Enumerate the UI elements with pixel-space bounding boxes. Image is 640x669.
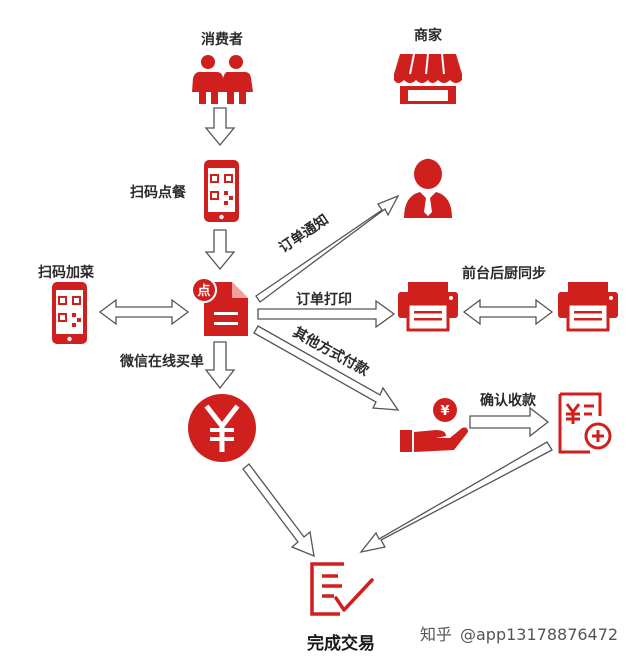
printer-icon [558,282,618,332]
order-document-icon [191,277,248,336]
arrows [98,107,554,558]
receipt-check-icon [558,392,612,454]
printer-icon [398,282,458,332]
label-confirm-payment: 确认收款 [480,392,537,409]
label-consumer: 消费者 [201,31,243,48]
storefront-icon [394,53,462,104]
arrow-handpay-to-receipt [469,406,550,438]
label-order-print: 订单打印 [296,291,352,308]
phone-qr-icon [204,160,239,222]
label-wechat-pay: 微信在线买单 [119,353,204,370]
label-merchant: 商家 [414,27,443,44]
svg-text:¥: ¥ [440,404,449,419]
document-check-icon [310,562,374,616]
arrow-yuan-to-complete [242,463,315,558]
phone-qr-icon [52,282,87,344]
watermark-platform: 知乎 [420,625,452,644]
label-front-back-sync: 前台后厨同步 [462,265,546,282]
label-scan-add: 扫码加菜 [38,264,95,281]
watermark-handle: @app13178876472 [460,625,618,644]
arrow-order-to-yuan [204,341,236,390]
staff-person-icon [404,158,452,218]
label-scan-order: 扫码点餐 [130,184,187,201]
arrow-receipt-to-complete [359,441,553,554]
arrow-consumer-to-scan [204,107,236,147]
double-arrow-printers [462,298,554,326]
yuan-coin-icon [188,394,256,462]
arrow-order-to-staff [255,194,400,303]
arrow-order-to-handpay [253,325,400,411]
hand-coin-icon: ¥ [400,398,468,452]
arrow-order-to-printer [257,299,396,329]
people-icon [192,55,253,104]
double-arrow-add-order [98,298,190,326]
order-badge-text: 点 [197,283,210,299]
arrow-scan-to-order [204,229,236,271]
label-complete: 完成交易 [307,633,375,654]
